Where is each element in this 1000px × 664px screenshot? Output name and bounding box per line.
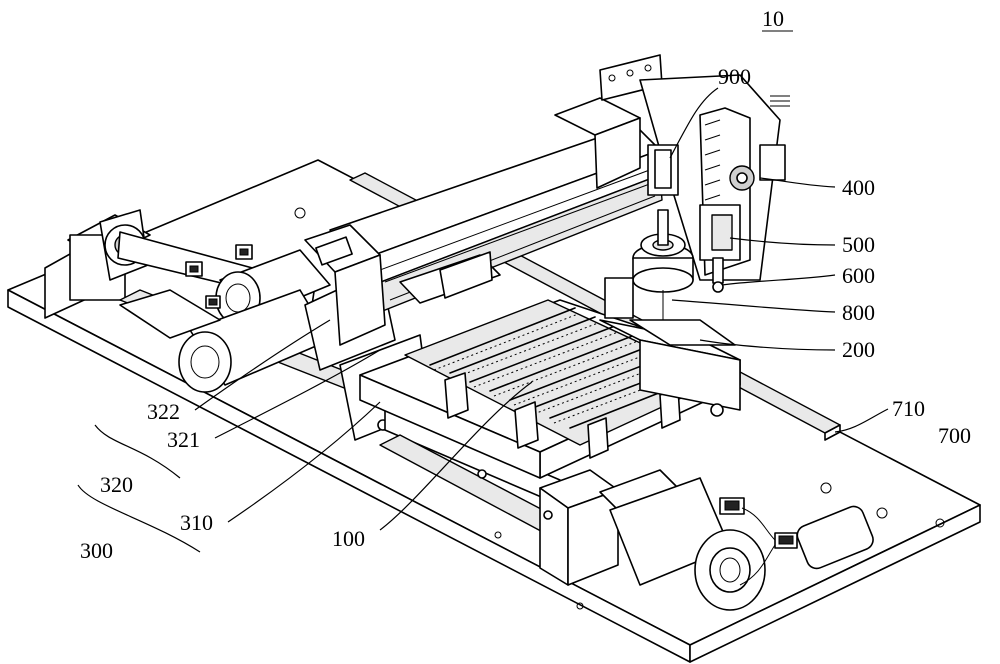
label-800: 800 <box>842 300 875 325</box>
tray-assembly <box>359 299 741 479</box>
label-310: 310 <box>180 510 213 535</box>
label-400: 400 <box>842 175 875 200</box>
reference-labels: 10 900 400 500 600 800 200 710 700 322 3… <box>80 6 971 563</box>
label-710: 710 <box>892 396 925 421</box>
label-322: 322 <box>147 399 180 424</box>
label-200: 200 <box>842 337 875 362</box>
label-700: 700 <box>938 423 971 448</box>
label-300: 300 <box>80 538 113 563</box>
tray-slot-marks <box>433 313 699 424</box>
label-900: 900 <box>718 64 751 89</box>
front-motor-assembly <box>477 469 798 611</box>
label-321: 321 <box>167 427 200 452</box>
vertical-head <box>604 95 790 346</box>
leader-lines <box>77 87 889 553</box>
label-500: 500 <box>842 232 875 257</box>
label-figure-number: 10 <box>762 6 784 31</box>
label-320: 320 <box>100 472 133 497</box>
label-600: 600 <box>842 263 875 288</box>
label-100: 100 <box>332 526 365 551</box>
